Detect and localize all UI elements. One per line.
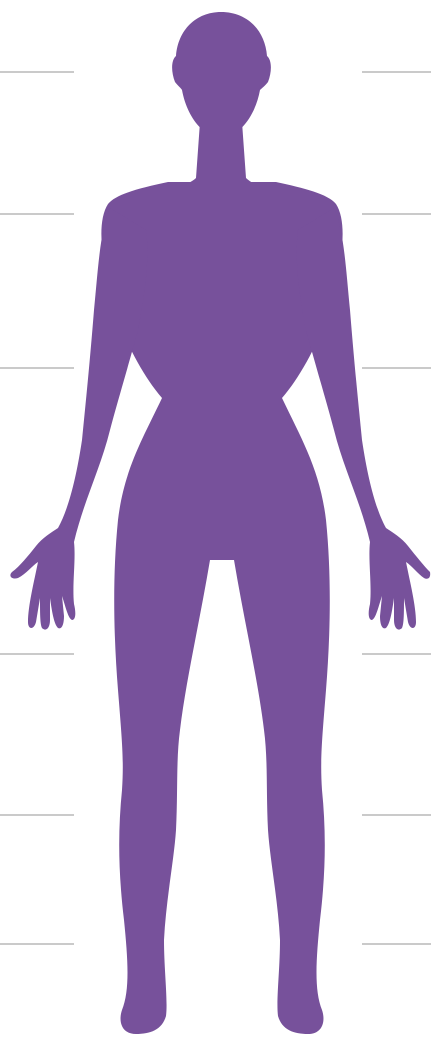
head-shape	[172, 12, 271, 136]
female-body-silhouette-icon	[10, 12, 430, 1034]
neck-shape	[166, 122, 274, 192]
left-guide-lines	[0, 72, 74, 944]
